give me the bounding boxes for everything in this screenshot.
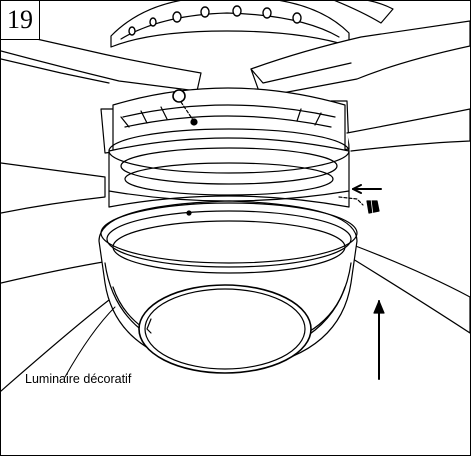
decorative-light-fixture (98, 200, 358, 374)
callout-leader-line (64, 306, 116, 378)
arrow-up-icon (373, 300, 385, 380)
fan-blades (1, 20, 470, 392)
step-number-box: 19 (1, 1, 40, 40)
light-kit-housing (108, 128, 382, 216)
step-number: 19 (7, 5, 33, 34)
arrow-left-icon (352, 184, 382, 194)
screw-icon (366, 198, 380, 216)
decorative-light-label: Luminaire décoratif (25, 372, 132, 386)
